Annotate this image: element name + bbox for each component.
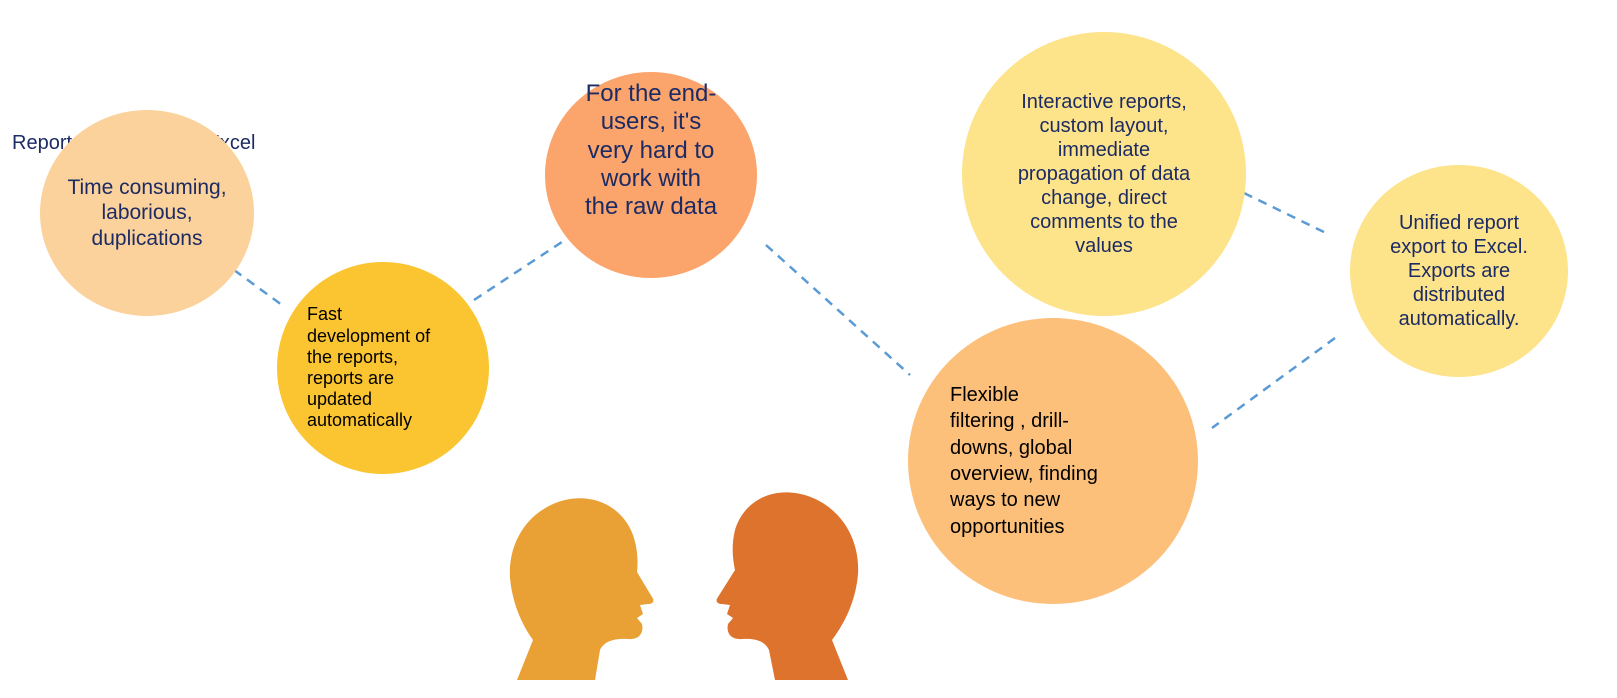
bubble-interactive-reports-text: Interactive reports, custom layout, imme… [1017, 91, 1191, 257]
bubble-end-users-text: For the end- users, it's very hard to wo… [584, 80, 718, 221]
bubble-interactive-reports: Interactive reports, custom layout, imme… [962, 32, 1246, 316]
bubble-fast-development-text: Fast development of the reports, reports… [307, 304, 431, 431]
head-silhouette-right-icon [716, 492, 859, 680]
bubble-flexible-filtering: Flexible filtering , drill- downs, globa… [908, 318, 1198, 604]
bubble-unified-export: Unified report export to Excel. Exports … [1350, 165, 1568, 377]
bubble-fast-development: Fast development of the reports, reports… [277, 262, 489, 474]
connector-endusers-to-flexible [765, 244, 911, 376]
bubble-end-users: For the end- users, it's very hard to wo… [545, 72, 757, 278]
bubble-flexible-filtering-text: Flexible filtering , drill- downs, globa… [950, 383, 1098, 538]
connector-fast-to-endusers [473, 236, 569, 302]
bubble-time-consuming: Time consuming, laborious, duplications [40, 110, 254, 316]
bubble-unified-export-text: Unified report export to Excel. Exports … [1390, 212, 1528, 330]
head-silhouette-left-icon [509, 498, 654, 680]
bubble-time-consuming-text: Time consuming, laborious, duplications [67, 176, 227, 250]
connector-time-to-fast [233, 268, 283, 307]
